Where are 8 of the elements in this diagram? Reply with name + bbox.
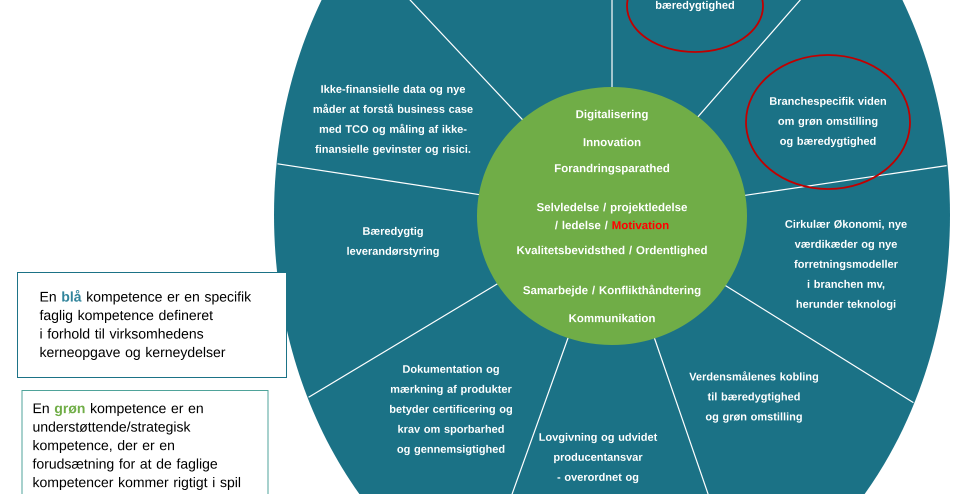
segment-text: Verdensmålenes kobling til bæredygtighed og grøn omstilling xyxy=(689,371,818,423)
text-box: En blå kompetence er en specifik faglig kompetence defineret i forhold til virksomhedens kerneopgave og kerneydelser xyxy=(17,272,287,378)
segment-text: Dokumentation og mærkning af produkter betyder certificering og krav om sporbarhed og gennemsigtighed xyxy=(390,364,512,456)
text-box: En grøn kompetence er en understøttende/strategisk kompetence, der er en forudsætning for at de faglige kompetencer kommer rigtigt i spil xyxy=(22,390,268,494)
segment-text: Bæredygtig leverandørstyring xyxy=(347,226,439,258)
segment-text: Ikke-finansielle data og nye måder at forstå business case med TCO og måling af ikke-finansielle gevinster og risici. xyxy=(314,84,473,156)
segment-text: Cirkulær Økonomi, nye værdikæder og nye forretningsmodeller i branchen mv, herunder teknologi xyxy=(785,220,907,310)
segment-text: Lovgivning og udvidet producentansvar - overordnet og xyxy=(539,432,658,484)
